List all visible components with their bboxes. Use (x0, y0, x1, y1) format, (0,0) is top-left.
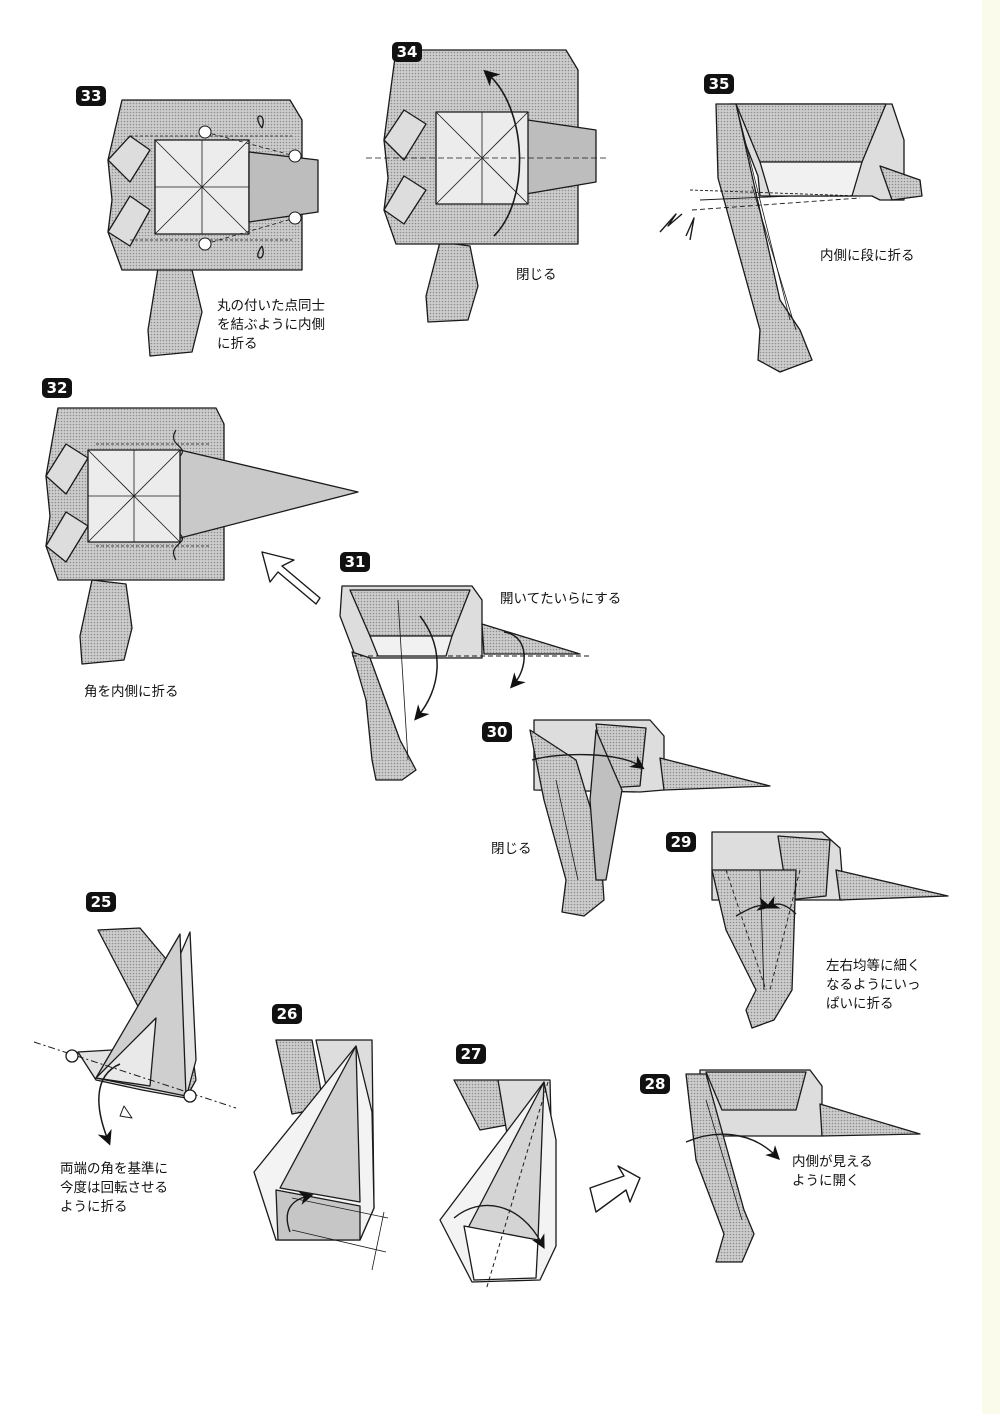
step-28-diagram (685, 1069, 921, 1263)
caption-step-32: 角を内側に折る (84, 684, 179, 700)
step-33-diagram (107, 99, 319, 357)
step-number-29: 29 (666, 832, 696, 852)
step-25-diagram (33, 927, 237, 1146)
step-number-25: 25 (86, 892, 116, 912)
step-27-diagram (439, 1079, 641, 1291)
step-number-32: 32 (42, 378, 72, 398)
caption-step-25: 両端の角を基準に 今度は回転させる ように折る (60, 1161, 168, 1215)
step-32-diagram (45, 407, 359, 665)
caption-step-35: 内側に段に折る (820, 248, 915, 264)
step-34-diagram (366, 49, 608, 323)
caption-step-28: 内側が見える ように開く (792, 1154, 873, 1189)
step-29-diagram (711, 831, 949, 1029)
caption-step-29: 左右均等に細く なるようにいっ ぱいに折る (826, 958, 921, 1012)
step-number-31: 31 (340, 552, 370, 572)
step-number-35: 35 (704, 74, 734, 94)
caption-step-33: 丸の付いた点同士 を結ぶように内側 に折る (217, 298, 325, 352)
step-number-28: 28 (640, 1074, 670, 1094)
step-number-34: 34 (392, 42, 422, 62)
step-number-27: 27 (456, 1044, 486, 1064)
caption-step-31: 開いてたいらにする (500, 591, 622, 607)
page-edge-tint (982, 0, 1000, 1414)
step-number-26: 26 (272, 1004, 302, 1024)
step-number-30: 30 (482, 722, 512, 742)
step-31-diagram (339, 585, 592, 781)
step-number-33: 33 (76, 86, 106, 106)
step-35-diagram (659, 103, 923, 373)
caption-step-30: 閉じる (491, 841, 532, 857)
step-26-diagram (253, 1039, 389, 1271)
caption-step-34: 閉じる (516, 267, 557, 283)
step-30-diagram (529, 719, 771, 917)
